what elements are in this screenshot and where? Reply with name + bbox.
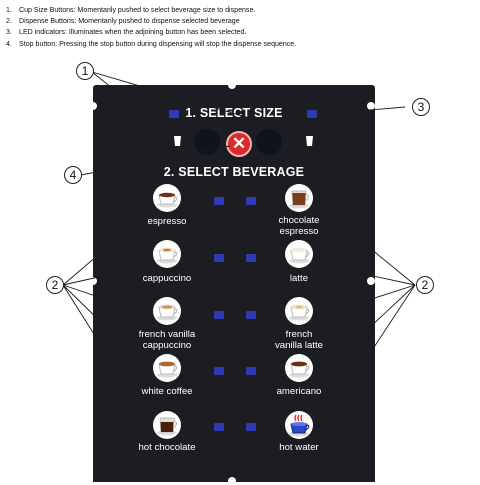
espresso-cup-icon[interactable] bbox=[152, 183, 182, 213]
size-led-large bbox=[307, 110, 317, 118]
beverage-label-americano: americano bbox=[276, 386, 322, 397]
callout-1: 1 bbox=[76, 62, 94, 80]
beverage-led bbox=[214, 367, 224, 375]
panel-notch bbox=[228, 81, 236, 89]
panel-notch bbox=[89, 277, 97, 285]
size-button-large[interactable] bbox=[256, 129, 282, 155]
beverage-label-white-coffee: white coffee bbox=[141, 386, 193, 397]
callout-2-left: 2 bbox=[46, 276, 64, 294]
french-vanilla-cappuccino-cup-icon[interactable] bbox=[152, 296, 182, 326]
panel-notch bbox=[367, 277, 375, 285]
select-size-heading: 1. SELECT SIZE bbox=[185, 106, 283, 120]
beverage-led bbox=[246, 311, 256, 319]
beverage-led bbox=[214, 254, 224, 262]
beverage-led bbox=[246, 423, 256, 431]
instruction-list: 1.Cup Size Buttons: Momentarily pushed t… bbox=[6, 4, 476, 49]
latte-cup-icon[interactable] bbox=[284, 239, 314, 269]
instruction-item-4: 4.Stop button: Pressing the stop button … bbox=[6, 38, 297, 48]
beverage-label-hot-chocolate: hot chocolate bbox=[138, 442, 196, 453]
callout-4: 4 bbox=[64, 166, 82, 184]
control-panel: 1. SELECT SIZE ✕ 2. SELECT BEVERAGE espr… bbox=[89, 81, 375, 485]
beverage-led bbox=[214, 423, 224, 431]
hot-water-cup-icon[interactable] bbox=[284, 410, 314, 440]
small-cup-icon bbox=[174, 136, 181, 146]
beverage-led bbox=[214, 197, 224, 205]
white-coffee-cup-icon[interactable] bbox=[152, 353, 182, 383]
beverage-led bbox=[246, 367, 256, 375]
instruction-item-2: 2.Dispense Buttons: Momentarily pushed t… bbox=[6, 16, 240, 26]
beverage-label-latte: latte bbox=[289, 273, 309, 284]
beverage-led bbox=[214, 311, 224, 319]
instruction-item-3: 3.LED indicators: Illuminates when the a… bbox=[6, 27, 247, 37]
panel-notch bbox=[367, 102, 375, 110]
beverage-label-hot-water: hot water bbox=[279, 442, 319, 453]
callout-2-right: 2 bbox=[416, 276, 434, 294]
panel-notch bbox=[89, 102, 97, 110]
beverage-led bbox=[246, 254, 256, 262]
instruction-item-1: 1.Cup Size Buttons: Momentarily pushed t… bbox=[6, 5, 256, 14]
select-beverage-heading: 2. SELECT BEVERAGE bbox=[163, 165, 305, 179]
americano-cup-icon[interactable] bbox=[284, 353, 314, 383]
callout-3: 3 bbox=[412, 98, 430, 116]
panel-notch bbox=[228, 477, 236, 485]
french-vanilla-latte-cup-icon[interactable] bbox=[284, 296, 314, 326]
size-led-small bbox=[169, 110, 179, 118]
hot-chocolate-cup-icon[interactable] bbox=[152, 410, 182, 440]
cappuccino-cup-icon[interactable] bbox=[152, 239, 182, 269]
beverage-led bbox=[246, 197, 256, 205]
chocolate-espresso-cup-icon[interactable] bbox=[284, 183, 314, 213]
beverage-label-espresso: espresso bbox=[147, 216, 187, 227]
beverage-label-cappuccino: cappuccino bbox=[142, 273, 192, 284]
stop-button[interactable]: ✕ bbox=[226, 131, 252, 157]
large-cup-icon bbox=[306, 136, 313, 146]
